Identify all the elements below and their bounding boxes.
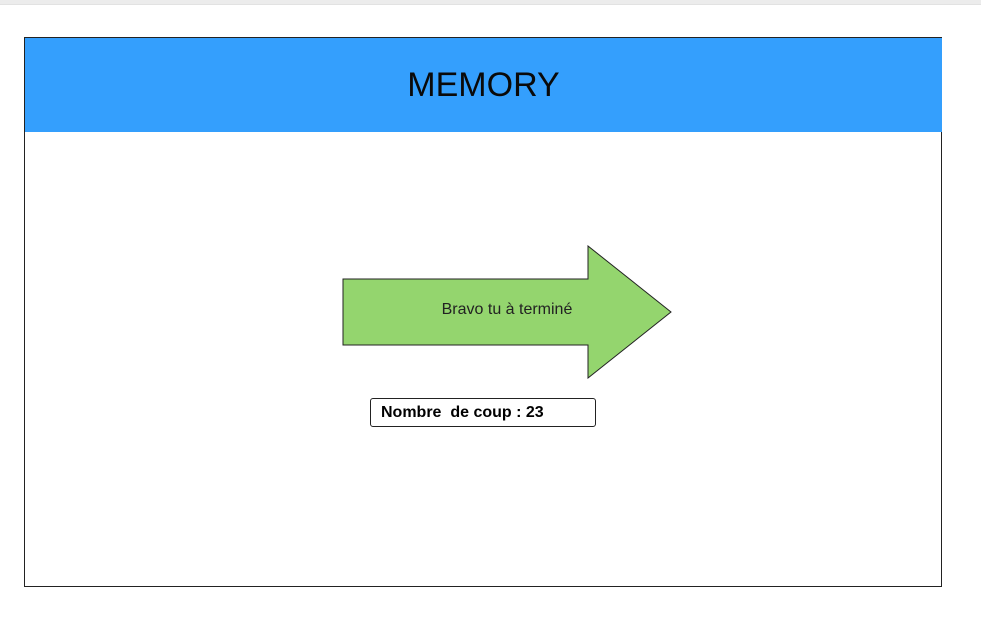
game-frame: MEMORY Bravo tu à terminé Nombre de coup… [24,37,942,587]
page-title: MEMORY [407,65,560,104]
move-count-label: Nombre de coup : 23 [381,403,544,421]
result-arrow-shape [342,245,672,379]
header-bar: MEMORY [25,38,942,132]
score-box: Nombre de coup : 23 [370,398,596,427]
browser-top-strip [0,0,981,5]
arrow-right-icon [342,245,672,379]
result-message: Bravo tu à terminé [441,301,573,318]
